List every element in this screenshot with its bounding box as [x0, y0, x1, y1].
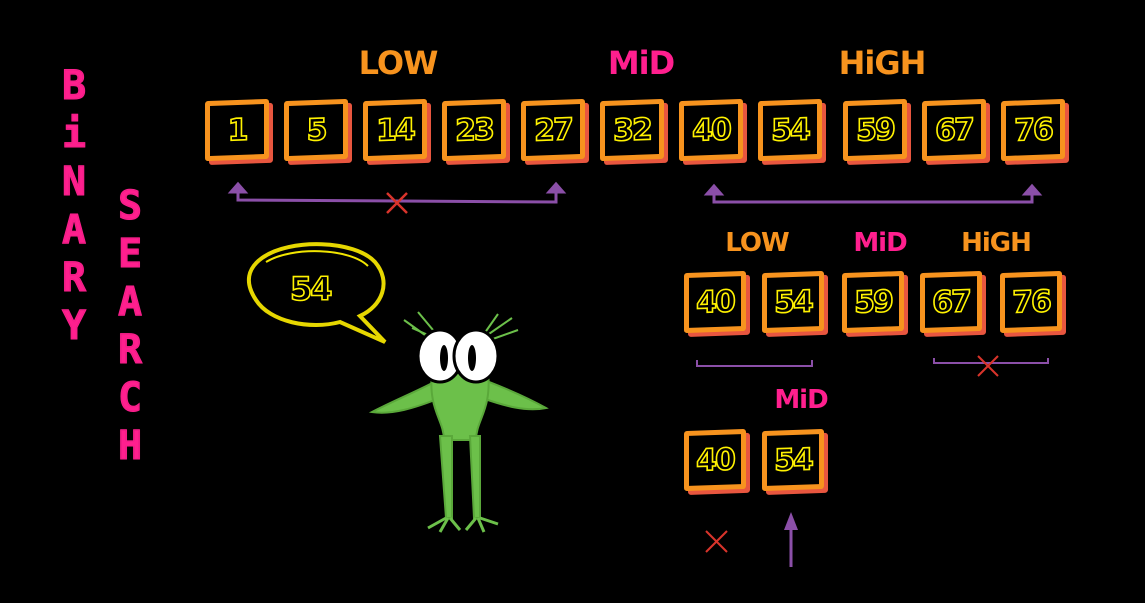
title-letter: R: [61, 255, 87, 302]
row3-mid-label: MiD: [774, 385, 828, 415]
title-letter: S: [117, 183, 143, 230]
arrow-up-icon: [784, 512, 798, 567]
title-letter: A: [61, 207, 87, 254]
cross-icon: [705, 530, 728, 553]
row2-low-label: LOW: [725, 228, 789, 258]
range-bracket-right: [703, 183, 1043, 204]
title-binary: B i N A R Y: [61, 62, 87, 350]
range-bracket-left: [696, 360, 813, 367]
row2-high-label: HiGH: [961, 228, 1032, 258]
title-letter: Y: [61, 303, 87, 350]
row1-mid-label: MiD: [607, 44, 675, 82]
title-letter: B: [61, 63, 87, 110]
title-letter: H: [117, 423, 143, 470]
title-letter: C: [117, 375, 143, 422]
range-bracket-left: [227, 181, 567, 204]
row1-high-label: HiGH: [838, 44, 927, 82]
title-letter: R: [117, 327, 143, 374]
creature-illustration: [368, 311, 549, 533]
bubble-value: 54: [289, 269, 333, 309]
cross-icon: [977, 355, 999, 377]
cross-icon: [386, 192, 408, 214]
row2-mid-label: MiD: [853, 228, 907, 258]
speech-bubble: [246, 242, 387, 344]
row1-low-label: LOW: [358, 44, 439, 82]
title-letter: A: [117, 279, 143, 326]
title-letter: i: [61, 111, 87, 158]
title-letter: E: [117, 231, 143, 278]
title-letter: N: [61, 159, 87, 206]
title-search: S E A R C H: [117, 182, 143, 470]
